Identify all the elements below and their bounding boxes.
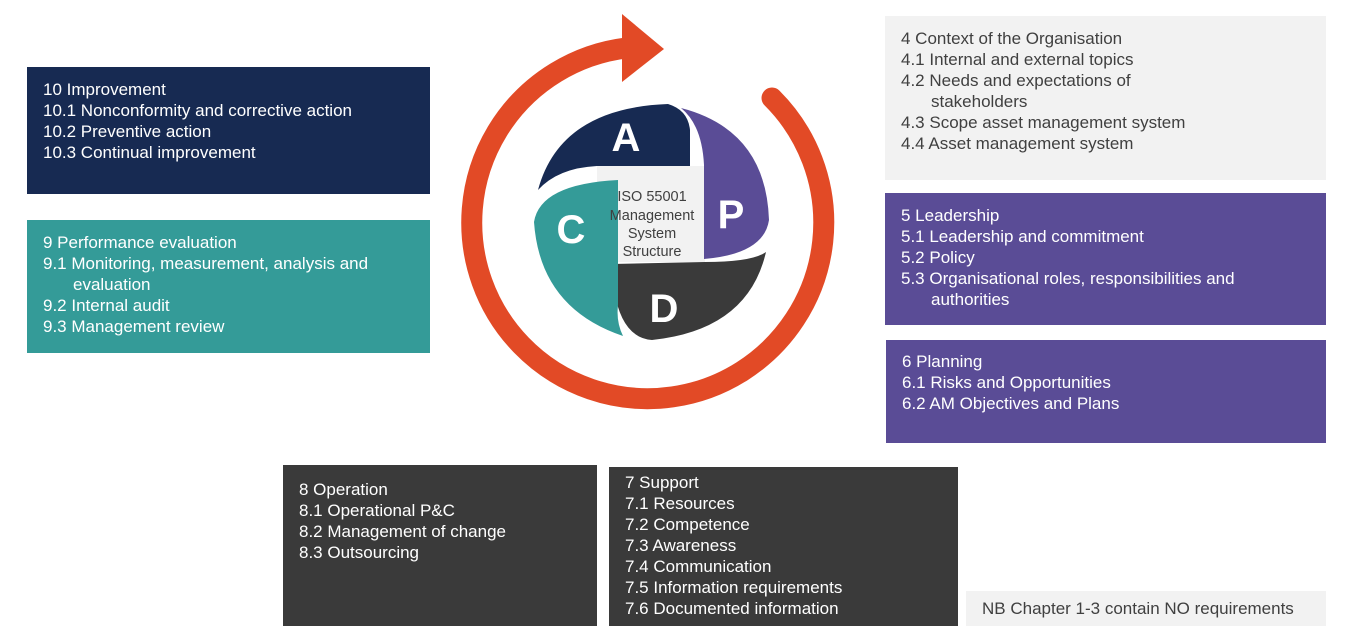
note-text: NB Chapter 1-3 contain NO requirements: [982, 599, 1294, 618]
box-operation: 8 Operation 8.1 Operational P&C 8.2 Mana…: [283, 465, 597, 626]
letter-d: D: [650, 287, 679, 331]
box-line: 5.1 Leadership and commitment: [901, 227, 1144, 246]
box-line: 7.3 Awareness: [625, 536, 737, 555]
letter-a: A: [612, 116, 641, 160]
center-line: Management: [610, 208, 695, 224]
box-line: authorities: [931, 290, 1010, 309]
box-line: evaluation: [73, 275, 151, 294]
box-title: 6 Planning: [902, 352, 983, 371]
box-title: 4 Context of the Organisation: [901, 29, 1123, 48]
letter-c: C: [557, 208, 586, 252]
box-title: 10 Improvement: [43, 80, 166, 99]
box-line: 7.6 Documented information: [625, 599, 839, 618]
box-line: 5.2 Policy: [901, 248, 975, 267]
box-performance: 9 Performance evaluation 9.1 Monitoring,…: [27, 220, 430, 353]
box-line: 10.3 Continual improvement: [43, 143, 256, 162]
note-box: NB Chapter 1-3 contain NO requirements: [966, 591, 1326, 626]
segment-act: [538, 104, 690, 190]
box-line: 10.2 Preventive action: [43, 122, 212, 141]
cycle-arrow-ring: [461, 37, 835, 410]
box-line: 8.3 Outsourcing: [299, 543, 420, 562]
box-line: 9.2 Internal audit: [43, 296, 170, 315]
segment-do: [612, 252, 766, 340]
box-line: 8.1 Operational P&C: [299, 501, 455, 520]
box-line: 7.1 Resources: [625, 494, 735, 513]
box-line: 7.4 Communication: [625, 557, 772, 576]
box-title: 8 Operation: [299, 480, 388, 499]
box-line: 9.3 Management review: [43, 317, 225, 336]
box-line: 10.1 Nonconformity and corrective action: [43, 101, 352, 120]
cycle-arrow-head: [622, 14, 664, 82]
box-leadership: 5 Leadership 5.1 Leadership and commitme…: [885, 193, 1326, 325]
box-line: 4.3 Scope asset management system: [901, 113, 1186, 132]
box-line: 4.1 Internal and external topics: [901, 50, 1134, 69]
box-line: 4.2 Needs and expectations of: [901, 71, 1131, 90]
center-line: ISO 55001: [617, 189, 686, 205]
center-line: System: [628, 226, 676, 242]
box-line: 6.1 Risks and Opportunities: [902, 373, 1111, 392]
box-line: 8.2 Management of change: [299, 522, 506, 541]
box-line: stakeholders: [931, 92, 1028, 111]
box-title: 9 Performance evaluation: [43, 233, 237, 252]
center-line: Structure: [623, 244, 682, 260]
box-title: 5 Leadership: [901, 206, 1000, 225]
segment-plan: [681, 108, 769, 259]
box-improvement: 10 Improvement 10.1 Nonconformity and co…: [27, 67, 430, 194]
box-support: 7 Support 7.1 Resources 7.2 Competence 7…: [609, 467, 958, 626]
box-title: 7 Support: [625, 473, 699, 492]
box-line: 6.2 AM Objectives and Plans: [902, 394, 1120, 413]
segment-check: [534, 180, 623, 336]
box-line: 7.2 Competence: [625, 515, 750, 534]
box-line: 7.5 Information requirements: [625, 578, 843, 597]
box-planning: 6 Planning 6.1 Risks and Opportunities 6…: [886, 340, 1326, 443]
letter-p: P: [718, 193, 745, 237]
box-line: 9.1 Monitoring, measurement, analysis an…: [43, 254, 369, 273]
box-line: 4.4 Asset management system: [901, 134, 1134, 153]
box-line: 5.3 Organisational roles, responsibiliti…: [901, 269, 1235, 288]
box-context: 4 Context of the Organisation 4.1 Intern…: [885, 16, 1326, 180]
